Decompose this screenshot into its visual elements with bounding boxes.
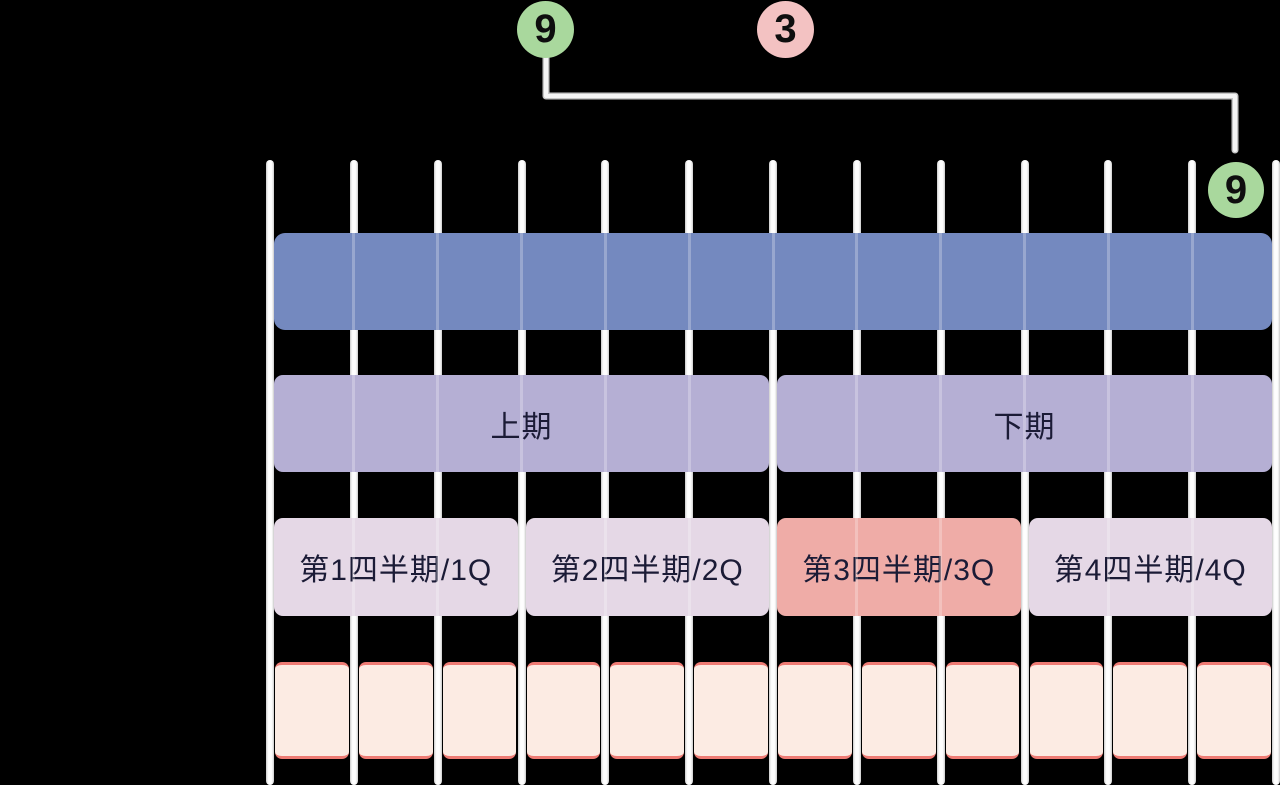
month-separator [939, 375, 943, 472]
quarter-2-bar: 第2四半期/2Q [525, 518, 769, 616]
year-bar [274, 233, 1272, 330]
month-separator [1106, 233, 1110, 330]
month-gridline [349, 160, 358, 785]
month-cell [694, 662, 768, 759]
month-cell [1197, 662, 1271, 759]
quarter-4-label: 第4四半期/4Q [1053, 554, 1247, 587]
month-separator [352, 375, 356, 472]
month-gridline [266, 160, 274, 785]
first-half-bar: 上期 [274, 375, 769, 472]
month-gridline [1188, 160, 1197, 785]
quarter-2-label: 第2四半期/2Q [550, 554, 744, 587]
month-gridline [1020, 160, 1029, 785]
month-gridline [852, 160, 861, 785]
month-separator [436, 375, 440, 472]
month-gridline [1104, 160, 1113, 785]
month-cell [778, 662, 852, 759]
second-half-label: 下期 [993, 410, 1056, 444]
month-separator [520, 375, 523, 472]
month-cell [442, 662, 517, 759]
mid-month-callout: 3 [757, 1, 814, 58]
month-separator [352, 233, 356, 330]
start-month-callout: 9 [517, 1, 574, 58]
month-separator [1190, 518, 1194, 616]
month-gridline [769, 160, 777, 785]
quarter-1-bar: 第1四半期/1Q [274, 518, 518, 616]
month-separator [1106, 375, 1110, 472]
month-cell [861, 662, 936, 759]
month-separator [520, 233, 523, 330]
month-separator [855, 375, 859, 472]
month-cell [1029, 662, 1104, 759]
month-cell [610, 662, 685, 759]
month-gridline [517, 160, 526, 785]
quarter-4-bar: 第4四半期/4Q [1028, 518, 1272, 616]
month-separator [687, 375, 691, 472]
quarter-3-bar: 第3四半期/3Q [777, 518, 1021, 616]
month-separator [687, 518, 691, 616]
month-gridline [433, 160, 442, 785]
month-separator [352, 518, 356, 616]
month-separator [603, 375, 607, 472]
quarter-1-label: 第1四半期/1Q [299, 554, 493, 587]
month-separator [603, 518, 607, 616]
month-separator [855, 233, 859, 330]
month-separator [603, 233, 607, 330]
month-separator [771, 233, 775, 330]
month-cell [275, 662, 349, 759]
month-separator [1023, 233, 1026, 330]
second-half-bar: 下期 [777, 375, 1272, 472]
month-separator [855, 518, 859, 616]
month-separator [687, 233, 691, 330]
month-separator [436, 518, 440, 616]
month-cell [358, 662, 433, 759]
month-separator [436, 233, 440, 330]
month-separator [1190, 375, 1194, 472]
month-separator [1106, 518, 1110, 616]
month-gridline [936, 160, 945, 785]
end-month-callout: 9 [1208, 162, 1264, 218]
month-gridline [685, 160, 694, 785]
month-separator [939, 233, 943, 330]
month-gridline [1272, 160, 1280, 785]
month-separator [939, 518, 943, 616]
month-cell [526, 662, 601, 759]
quarter-3-label: 第3四半期/3Q [802, 554, 996, 587]
month-gridline [601, 160, 610, 785]
month-cell [945, 662, 1020, 759]
month-separator [1190, 233, 1194, 330]
first-half-label: 上期 [490, 410, 553, 444]
month-cell [1113, 662, 1188, 759]
month-separator [1023, 375, 1026, 472]
